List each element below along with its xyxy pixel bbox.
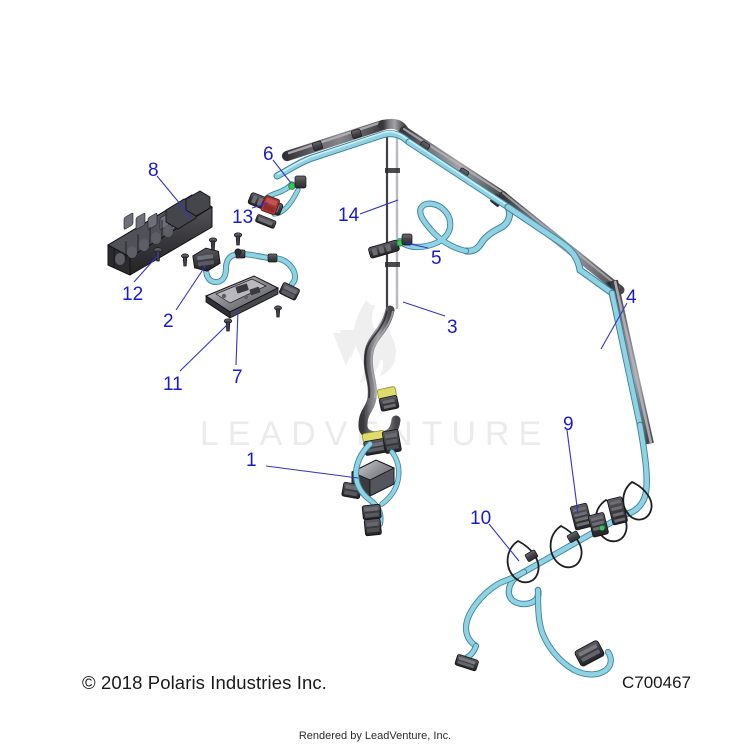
front-upper-tube — [282, 120, 388, 161]
fasteners — [153, 232, 282, 332]
leader-11 — [179, 324, 228, 372]
screw-12-b — [181, 253, 189, 267]
callout-label-8[interactable]: 8 — [148, 160, 159, 181]
drawing-number: C700467 — [622, 673, 692, 692]
leader-12 — [133, 253, 160, 283]
leader-14 — [359, 199, 399, 215]
rendered-by-credit: Rendered by LeadVenture, Inc. — [298, 730, 452, 742]
leader-13 — [251, 202, 269, 209]
callout-label-3[interactable]: 3 — [447, 317, 458, 338]
part-5-inline-connector — [368, 233, 413, 259]
leader-10 — [488, 523, 520, 562]
leader-2 — [175, 264, 207, 311]
part-8-fuse-relay-block — [107, 190, 213, 276]
leader-1 — [265, 465, 359, 479]
part-13-red-connector — [260, 195, 280, 216]
harness-end-connector-left — [454, 654, 479, 672]
callout-label-1[interactable]: 1 — [246, 450, 257, 471]
part-14-center-pillar — [385, 135, 400, 310]
part-1-lower-connector-assembly — [341, 441, 402, 537]
part-9-rear-connector-pair — [570, 496, 628, 538]
callout-label-9[interactable]: 9 — [563, 414, 574, 435]
screw-12-a — [153, 247, 163, 262]
main-wire-harness — [273, 130, 650, 518]
callout-label-6[interactable]: 6 — [263, 144, 274, 165]
leader-6 — [272, 159, 292, 184]
screw-11-a — [223, 318, 233, 332]
leader-9 — [566, 429, 579, 515]
callout-label-11[interactable]: 11 — [163, 374, 183, 395]
callout-label-14[interactable]: 14 — [338, 205, 360, 226]
leader-8 — [156, 175, 192, 218]
callout-leader-lines — [133, 159, 628, 562]
copyright-notice: © 2018 Polaris Industries Inc. — [82, 672, 327, 693]
part-7-control-module — [204, 275, 280, 319]
callout-label-12[interactable]: 12 — [122, 284, 144, 305]
leadventure-watermark: LEADVENTURE — [200, 300, 541, 453]
leader-7 — [235, 309, 239, 366]
leader-3 — [402, 301, 446, 317]
leader-5 — [405, 242, 429, 249]
callout-label-7[interactable]: 7 — [232, 367, 243, 388]
part-6-13-front-connector-cluster — [247, 175, 307, 229]
callout-label-10[interactable]: 10 — [470, 508, 492, 529]
callout-label-2[interactable]: 2 — [163, 311, 174, 332]
mid-lower-connector-stack — [341, 386, 402, 537]
leader-4 — [600, 302, 628, 350]
screw-11-b — [274, 305, 282, 318]
callout-label-13[interactable]: 13 — [232, 207, 254, 228]
callout-label-4[interactable]: 4 — [626, 287, 637, 308]
rear-upper-tube — [399, 126, 508, 201]
harness-end-connector-right — [574, 640, 605, 667]
callout-label-5[interactable]: 5 — [431, 248, 442, 269]
